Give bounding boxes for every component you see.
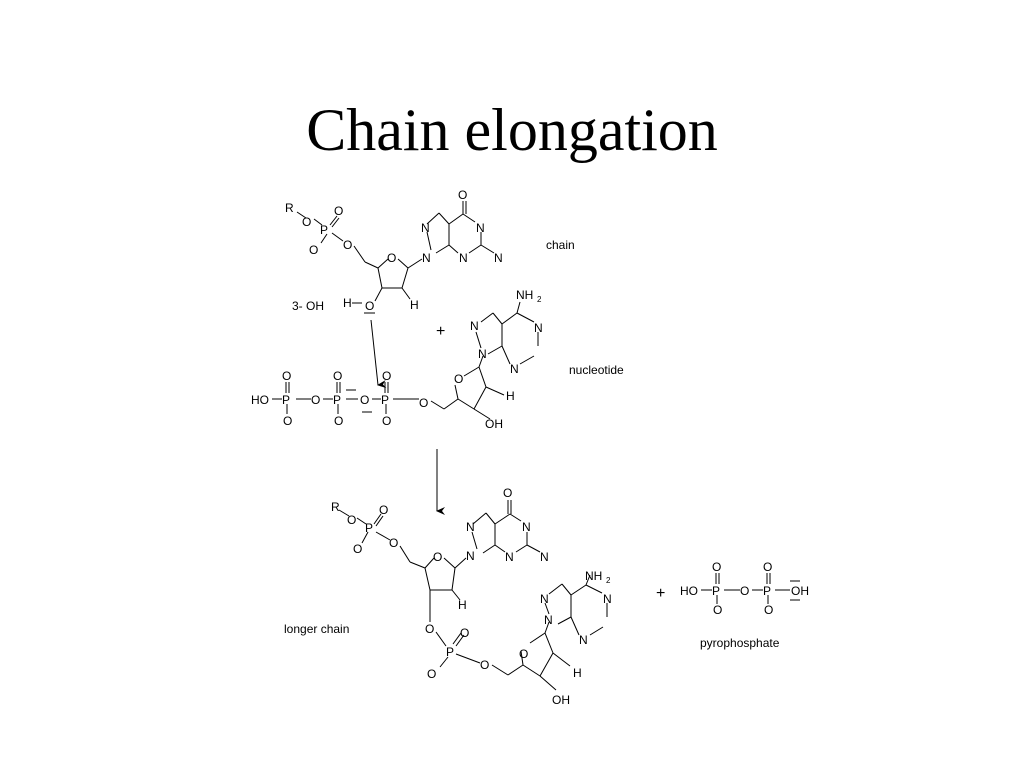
plus-sign: + — [436, 323, 445, 340]
atom-n: N — [534, 321, 543, 335]
atom-oh: OH — [552, 693, 570, 707]
atom-o: O — [425, 622, 434, 636]
atom-nh2: NH — [516, 288, 533, 302]
atom-o: O — [283, 414, 292, 428]
atom-n: N — [579, 633, 588, 647]
atom-n: N — [478, 347, 487, 361]
atom-o: O — [419, 396, 428, 410]
atom-o: O — [382, 369, 391, 383]
atom-n: N — [510, 362, 519, 376]
subscript-2: 2 — [606, 576, 611, 585]
atom-o: O — [333, 369, 342, 383]
atom-n: N — [505, 550, 514, 564]
atom-o: O — [480, 658, 489, 672]
atom-o: O — [763, 560, 772, 574]
atom-o: O — [353, 542, 362, 556]
atom-p: P — [333, 393, 341, 407]
atom-o: O — [458, 188, 467, 202]
atom-n: N — [544, 613, 553, 627]
atom-o: O — [460, 626, 469, 640]
atom-n: N — [476, 221, 485, 235]
atom-o: O — [427, 667, 436, 681]
atom-o: O — [382, 414, 391, 428]
atom-p: P — [320, 223, 328, 237]
atom-o: O — [311, 393, 320, 407]
subscript-2: 2 — [537, 295, 542, 304]
atom-o: O — [740, 584, 749, 598]
attack-arrow — [370, 319, 387, 389]
chain-molecule: R O P O O O O O H H N N O N N N chain 3-… — [285, 188, 575, 314]
atom-n: N — [421, 221, 430, 235]
atom-o: O — [503, 486, 512, 500]
atom-o: O — [282, 369, 291, 383]
atom-o: O — [379, 503, 388, 517]
atom-o: O — [764, 603, 773, 617]
atom-ho: HO — [680, 584, 698, 598]
label-pyrophosphate: pyrophosphate — [700, 636, 780, 650]
atom-h: H — [343, 296, 352, 310]
label-longer-chain: longer chain — [284, 622, 349, 636]
atom-n: N — [459, 251, 468, 265]
atom-o: O — [454, 372, 463, 386]
atom-n: N — [494, 251, 503, 265]
atom-o: O — [519, 647, 528, 661]
atom-p: P — [282, 393, 290, 407]
atom-p: P — [446, 645, 454, 659]
atom-n: N — [540, 592, 549, 606]
atom-o: O — [389, 536, 398, 550]
pyrophosphate-molecule: HO P O O O P O O OH pyrophosphate — [680, 560, 809, 650]
atom-oh: OH — [485, 417, 503, 431]
atom-p: P — [365, 521, 373, 535]
atom-o: O — [334, 414, 343, 428]
atom-h: H — [573, 666, 582, 680]
label-3-oh: 3- OH — [292, 299, 324, 313]
atom-ho: HO — [251, 393, 269, 407]
atom-n: N — [466, 549, 475, 563]
atom-n: N — [422, 251, 431, 265]
atom-o: O — [309, 243, 318, 257]
atom-n: N — [470, 319, 479, 333]
atom-p: P — [763, 584, 771, 598]
atom-h: H — [506, 389, 515, 403]
atom-o: O — [387, 251, 396, 265]
atom-n: N — [466, 520, 475, 534]
atom-o: O — [712, 560, 721, 574]
atom-o: O — [433, 550, 442, 564]
atom-p: P — [381, 393, 389, 407]
atom-n: N — [603, 592, 612, 606]
atom-o: O — [713, 603, 722, 617]
atom-h: H — [410, 298, 419, 312]
atom-o: O — [360, 393, 369, 407]
atom-n: N — [522, 520, 531, 534]
atom-h: H — [458, 598, 467, 612]
atom-o: O — [343, 238, 352, 252]
label-nucleotide: nucleotide — [569, 363, 624, 377]
atom-oh: OH — [791, 584, 809, 598]
atom-nh2: NH — [585, 569, 602, 583]
atom-o: O — [347, 513, 356, 527]
atom-r: R — [331, 500, 340, 514]
atom-o-3prime: O — [365, 299, 374, 313]
longer-chain-molecule: R O P O O O O H N N O N N N O P O O O O … — [284, 486, 612, 707]
atom-r: R — [285, 201, 294, 215]
plus-sign: + — [656, 585, 665, 602]
label-chain: chain — [546, 238, 575, 252]
slide-title: Chain elongation — [306, 97, 718, 163]
atom-p: P — [712, 584, 720, 598]
nucleotide-molecule: HO P O O O P O O O P O O O O H OH N N N … — [251, 288, 624, 431]
atom-o: O — [334, 204, 343, 218]
atom-o: O — [302, 215, 311, 229]
atom-n: N — [540, 550, 549, 564]
